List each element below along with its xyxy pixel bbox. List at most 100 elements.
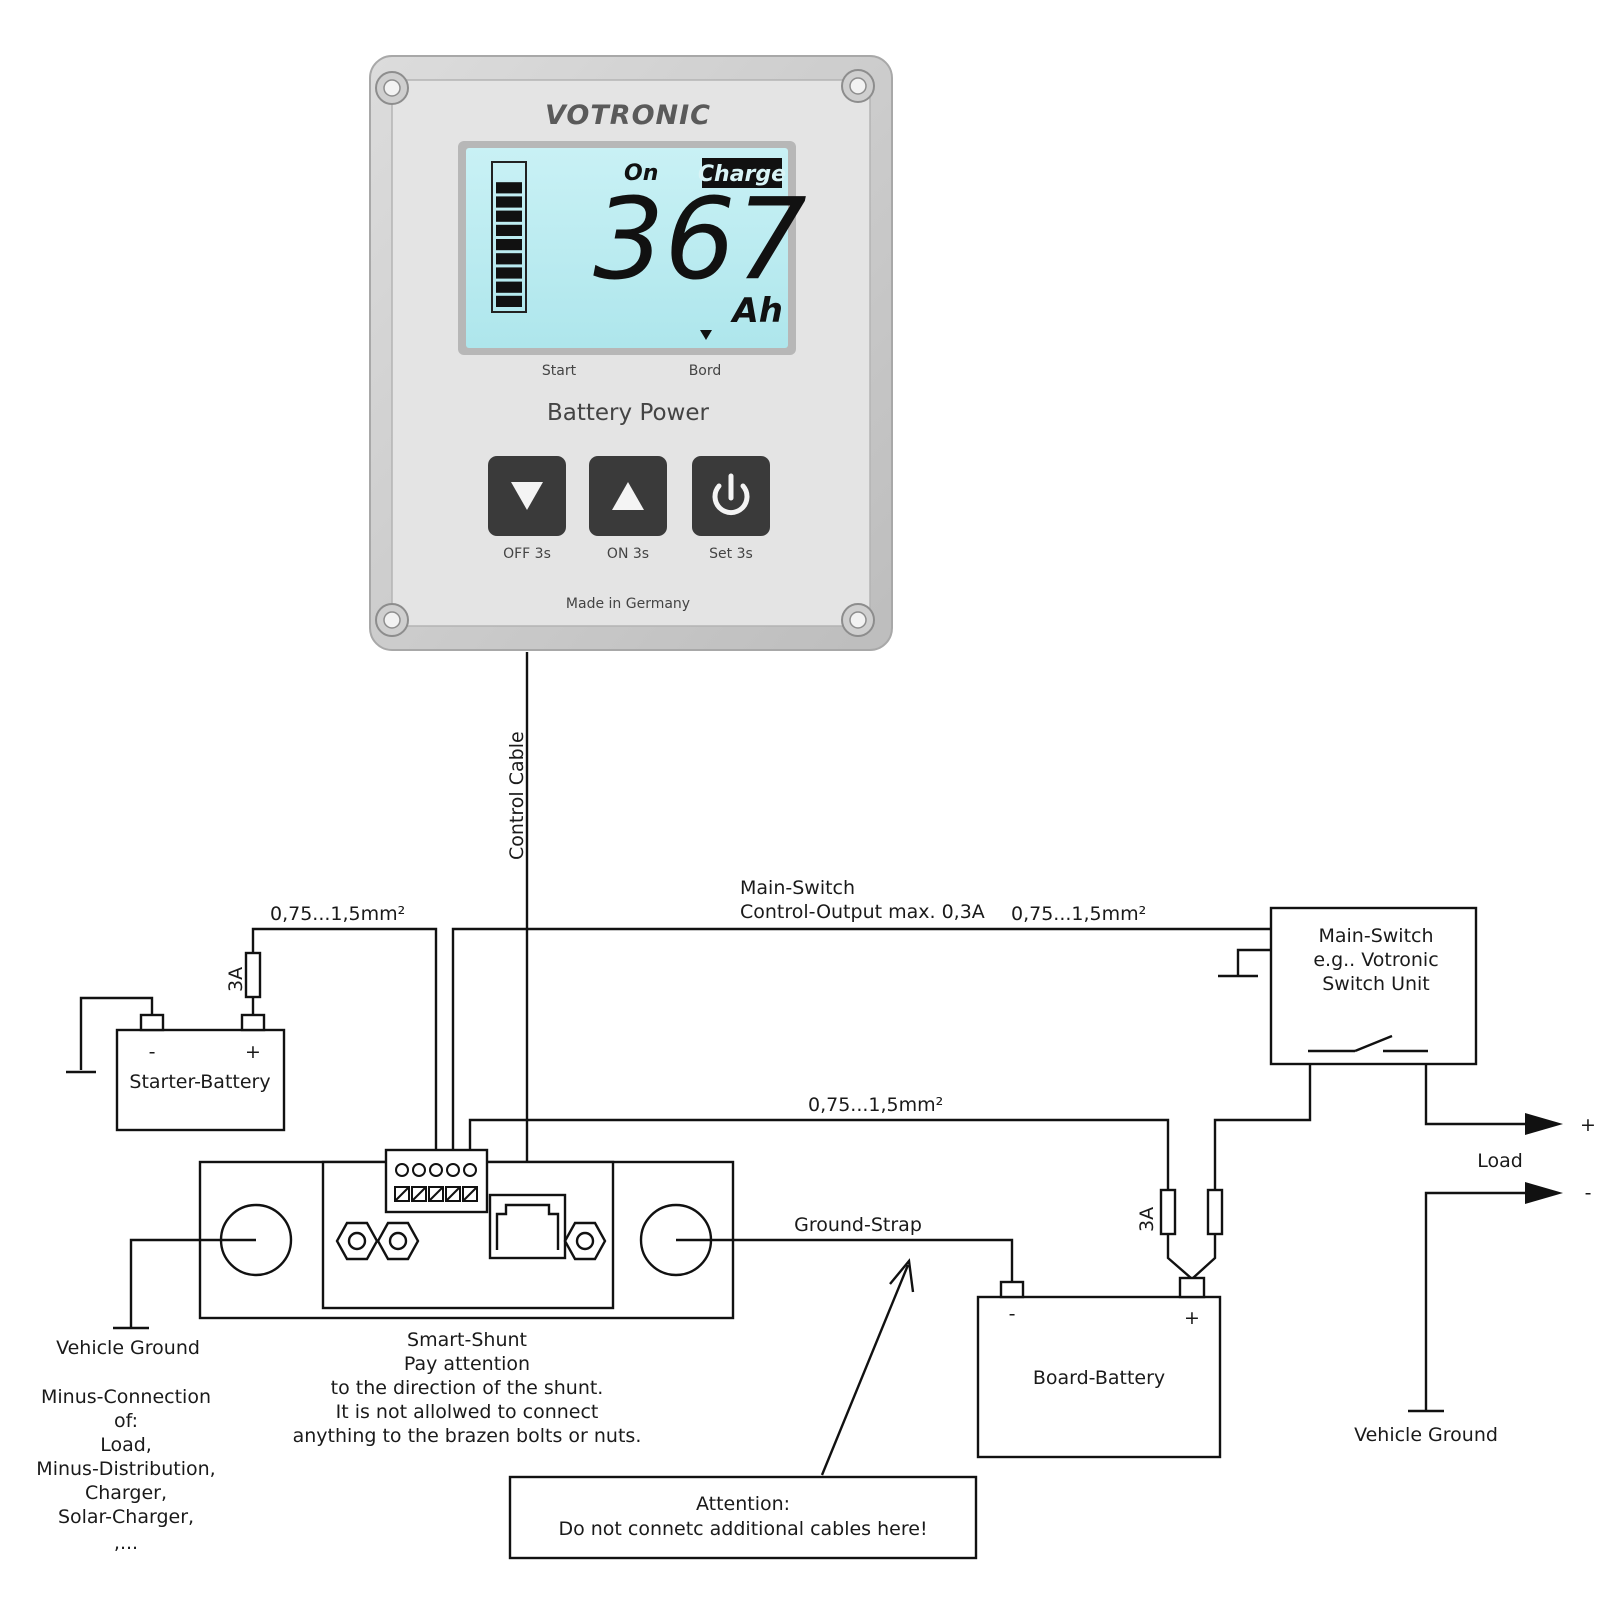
- board-fuse-wire-left: [1166, 1234, 1192, 1279]
- main-switch-example: e.g.. Votronic: [1313, 949, 1438, 971]
- board-battery-minus: -: [1009, 1303, 1016, 1325]
- load-minus-label: -: [1585, 1182, 1592, 1204]
- starter-sense-wire: [251, 927, 438, 1170]
- lcd-unit: Ah: [729, 291, 783, 331]
- screw-icon: [841, 69, 875, 103]
- terminal-screw-slot: [395, 1187, 409, 1201]
- main-switch-supply-wire: [1213, 1064, 1312, 1190]
- lcd-charge-badge: [702, 158, 782, 188]
- load-minus-wire: [1424, 1191, 1525, 1410]
- battery-level-segment: [496, 224, 522, 236]
- starter-battery-label: Starter-Battery: [129, 1071, 270, 1093]
- vehicle-ground-wire-left: [129, 1238, 256, 1327]
- board-battery-label: Board-Battery: [1033, 1367, 1165, 1389]
- fuse-right-label: 3A: [1136, 1207, 1158, 1232]
- battery-level-segment: [496, 210, 522, 222]
- main-switch-unit: Main-Switch e.g.. Votronic Switch Unit: [1269, 906, 1478, 1066]
- wire-gauge-middle: 0,75...1,5mm²: [808, 1094, 943, 1116]
- selector-arrow-icon: [700, 330, 712, 340]
- board-fuse-wire-right: [1192, 1234, 1217, 1279]
- lcd-status-charge: Charge: [698, 162, 786, 187]
- main-switch-unit-label: Switch Unit: [1322, 973, 1430, 995]
- main-switch-output-line2: Control-Output max. 0,3A: [740, 901, 985, 923]
- shunt-note-line: Smart-Shunt: [407, 1329, 527, 1351]
- screw-icon: [841, 603, 875, 637]
- wire-gauge-top-left: 0,75...1,5mm²: [270, 903, 405, 925]
- arrow-up-icon: [889, 1258, 915, 1293]
- arrow-right-icon: [1525, 1113, 1563, 1135]
- smart-shunt-note: Smart-Shunt Pay attention to the directi…: [293, 1329, 642, 1447]
- switch-contact-icon: [1308, 1034, 1428, 1053]
- terminal-pins: [394, 1163, 478, 1202]
- arrow-down-icon: [511, 482, 543, 510]
- minus-connection-line: Minus-Connection: [41, 1386, 211, 1408]
- minus-connection-line: Charger,: [85, 1482, 167, 1504]
- starter-battery-plus: +: [245, 1041, 261, 1063]
- lcd-screen: [466, 148, 788, 348]
- board-battery: - + Board-Battery: [976, 1276, 1222, 1459]
- main-switch-ground-wire: [1236, 948, 1271, 976]
- terminal-screw-slot: [463, 1187, 477, 1201]
- terminal-screw-slot: [429, 1187, 443, 1201]
- minus-connection-note: Minus-Connection of: Load, Minus-Distrib…: [36, 1386, 215, 1554]
- ground-strap-wire: [676, 1238, 1014, 1282]
- vehicle-ground-right: Vehicle Ground: [1354, 1424, 1498, 1446]
- arrow-up-icon: [612, 482, 644, 510]
- vehicle-ground-left: Vehicle Ground: [56, 1337, 200, 1359]
- ground-strap-label: Ground-Strap: [794, 1214, 922, 1236]
- lcd-status-on: On: [624, 161, 658, 186]
- attention-text: Do not connetc additional cables here!: [558, 1518, 927, 1540]
- screw-icon: [375, 603, 409, 637]
- minus-connection-line: of:: [114, 1410, 138, 1432]
- nut-icon: [376, 1221, 420, 1261]
- on-button[interactable]: [589, 456, 667, 536]
- terminal-pin: [463, 1163, 477, 1177]
- terminal-screw-slot: [412, 1187, 426, 1201]
- terminal-pin: [429, 1163, 443, 1177]
- minus-connection-line: Minus-Distribution,: [36, 1458, 215, 1480]
- main-switch-title: Main-Switch: [1318, 925, 1433, 947]
- load-plus-label: +: [1580, 1114, 1596, 1136]
- battery-level-segment: [496, 267, 522, 279]
- off-button-label: OFF 3s: [503, 546, 551, 562]
- off-button[interactable]: [488, 456, 566, 536]
- nut-icon: [335, 1221, 379, 1261]
- nut-icon: [563, 1221, 607, 1261]
- battery-level-bar: [491, 161, 527, 313]
- board-sense-wire: [468, 1118, 1170, 1190]
- screw-icon: [375, 71, 409, 105]
- fuse-icon: [1159, 1188, 1177, 1236]
- shunt-note-line: anything to the brazen bolts or nuts.: [293, 1425, 642, 1447]
- terminal-screw-slot: [446, 1187, 460, 1201]
- product-name: Battery Power: [547, 400, 710, 426]
- arrow-right-icon: [1525, 1182, 1563, 1204]
- minus-connection-line: Solar-Charger,: [58, 1506, 194, 1528]
- set-button-label: Set 3s: [709, 546, 753, 562]
- set-button[interactable]: [692, 456, 770, 536]
- shunt-note-line: It is not allolwed to connect: [336, 1401, 599, 1423]
- fuse-icon: [1206, 1188, 1224, 1236]
- board-battery-plus: +: [1184, 1307, 1200, 1329]
- main-switch-output-line1: Main-Switch: [740, 877, 855, 899]
- main-switch-control-wire: [451, 927, 1271, 1170]
- battery-level-segment: [496, 295, 522, 307]
- terminal-pin: [446, 1163, 460, 1177]
- power-icon: [712, 473, 750, 516]
- wire-gauge-top-right: 0,75...1,5mm²: [1011, 903, 1146, 925]
- fuse-left-label: 3A: [225, 967, 247, 992]
- minus-connection-line: Load,: [100, 1434, 152, 1456]
- battery-level-segment: [496, 196, 522, 208]
- attention-box: Attention: Do not connetc additional cab…: [508, 1475, 978, 1560]
- terminal-pin: [412, 1163, 426, 1177]
- minus-connection-line: ,...: [114, 1532, 138, 1554]
- fuse-icon: [244, 951, 262, 999]
- lcd-value: 367: [593, 175, 807, 305]
- battery-level-segment: [496, 182, 522, 194]
- display-panel: VOTRONIC On Charge 367 Ah Start Bord Bat…: [369, 55, 893, 651]
- battery-level-segment: [496, 239, 522, 251]
- terminal-pin: [395, 1163, 409, 1177]
- load-label: Load: [1477, 1150, 1523, 1172]
- smart-shunt: [198, 1148, 735, 1320]
- rj-socket-icon: [495, 1203, 560, 1250]
